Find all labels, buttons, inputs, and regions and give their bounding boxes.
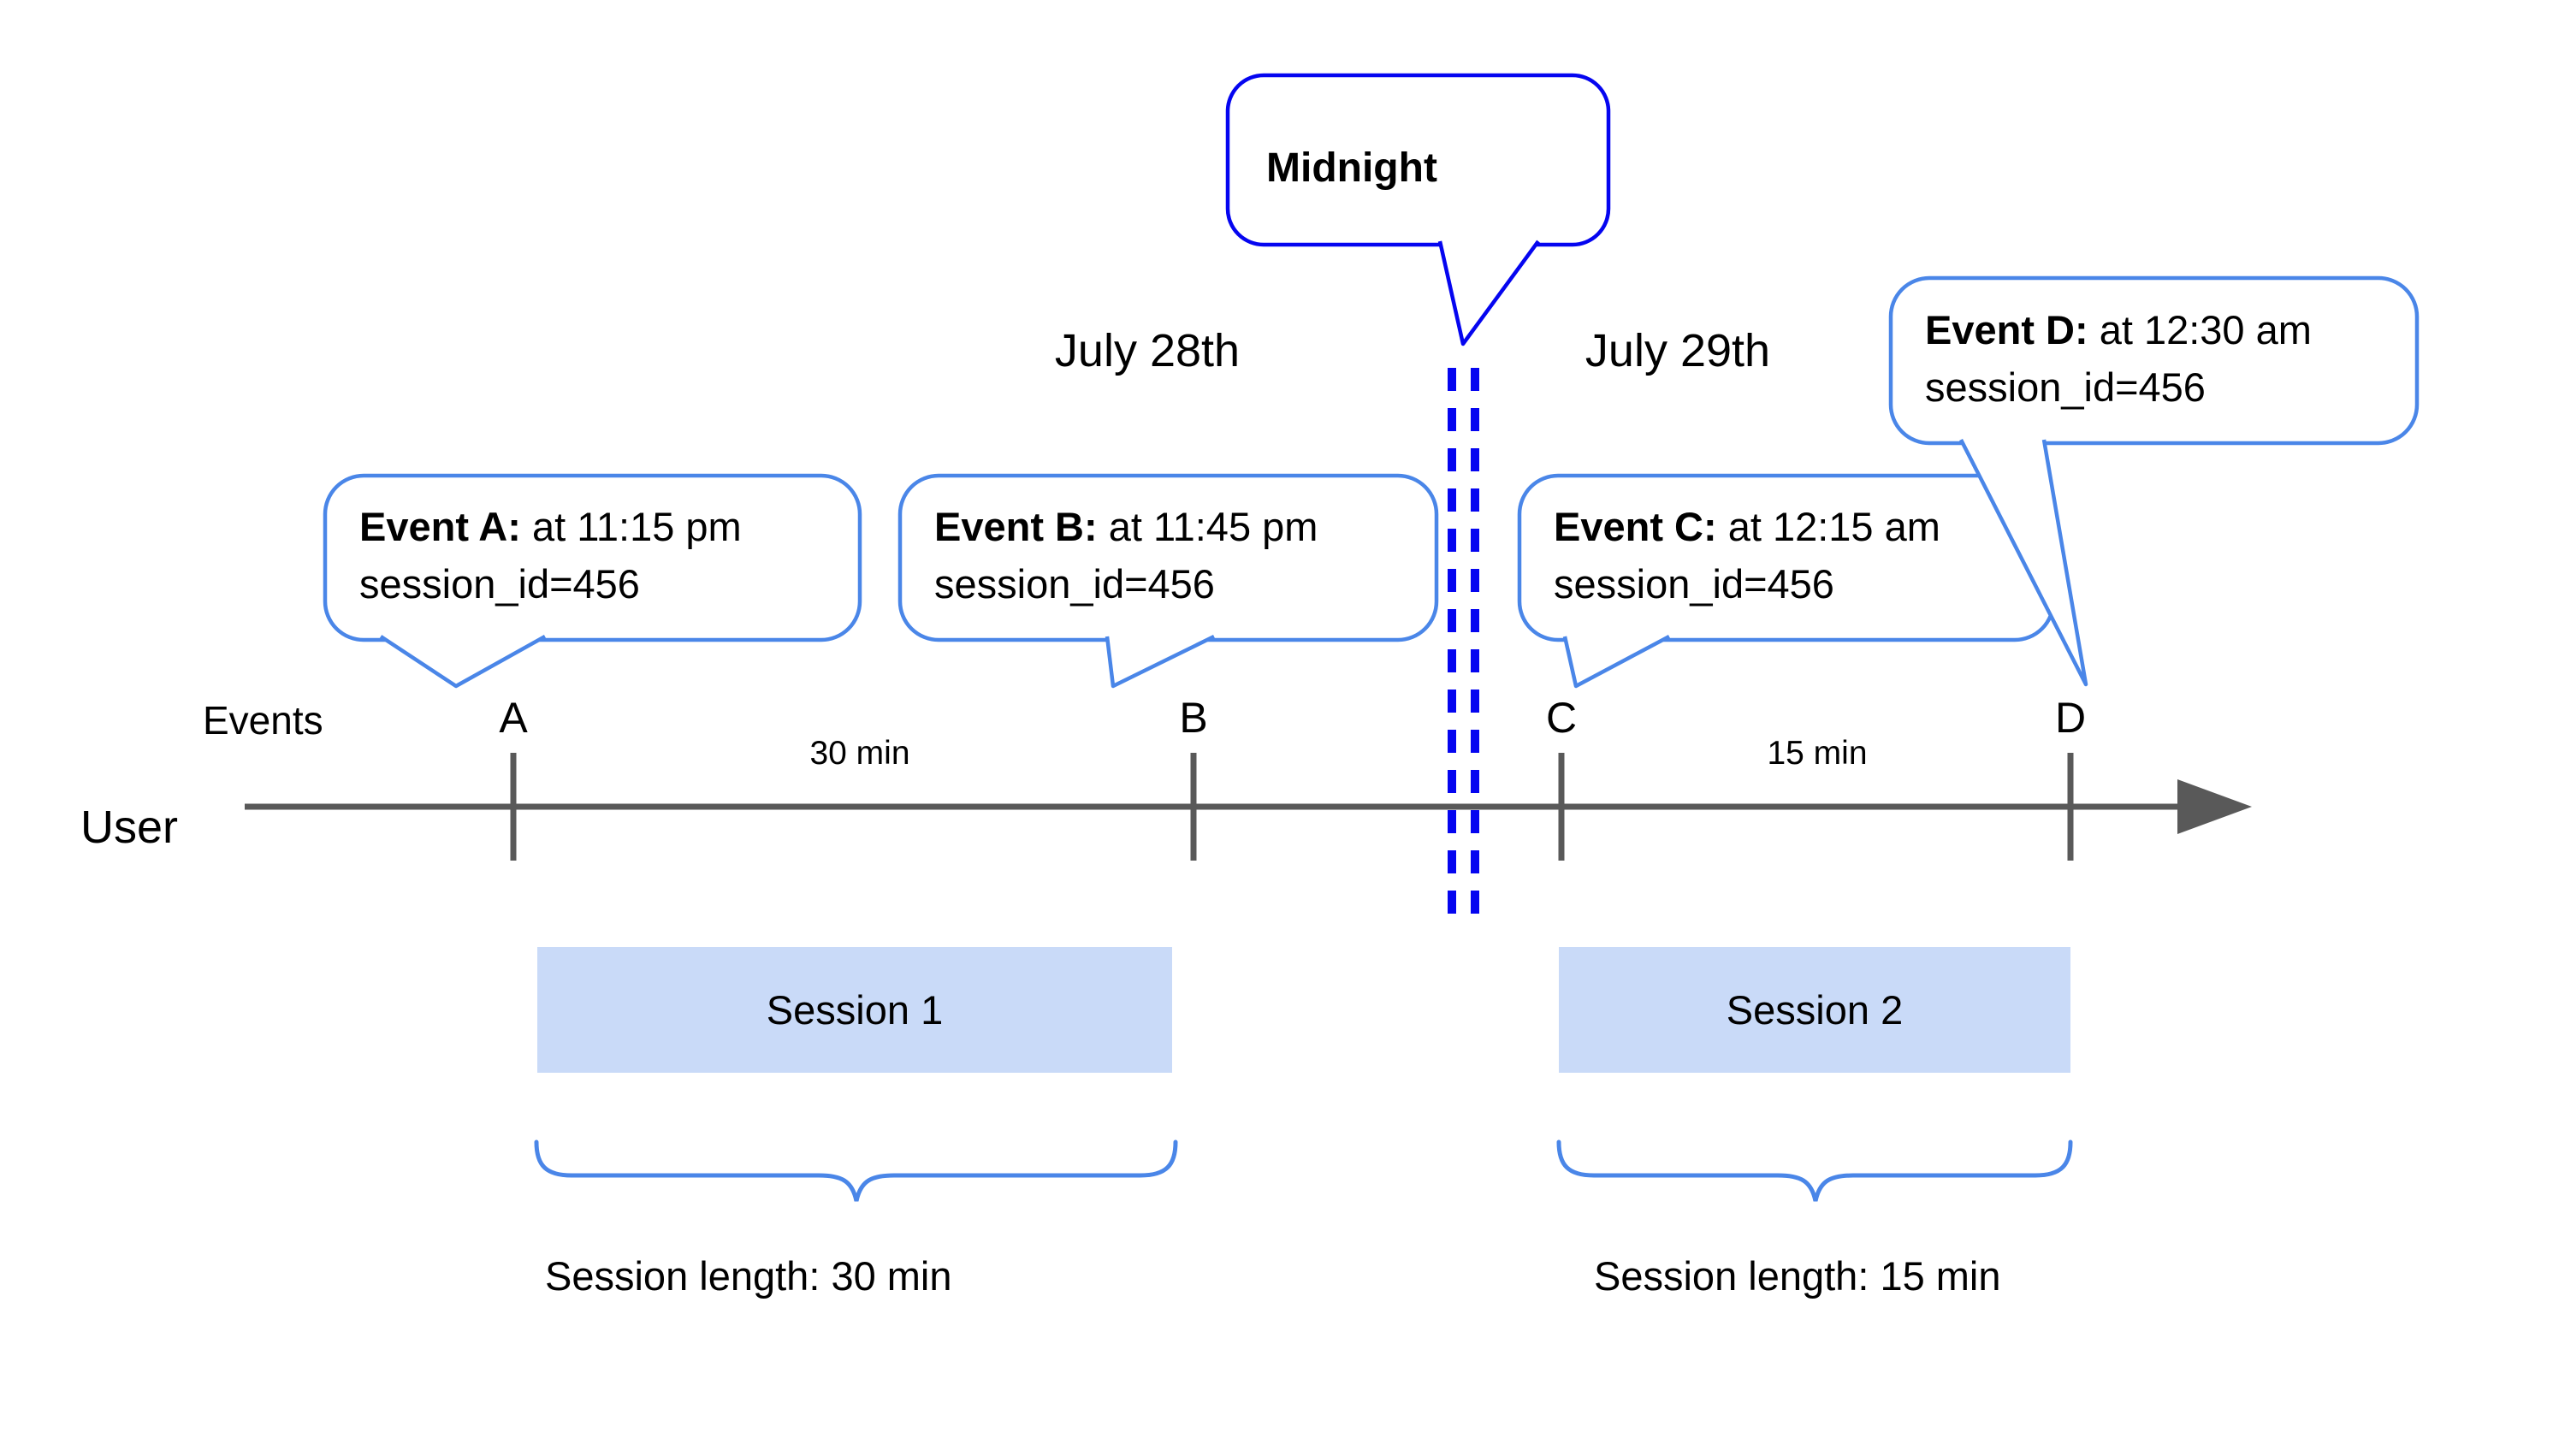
event-d-name: Event D: [1925, 307, 2088, 352]
events-axis-label: Events [203, 698, 323, 743]
session-1-brace [534, 1139, 1178, 1202]
event-b-time: at 11:45 pm [1108, 504, 1318, 549]
event-b-bubble-shape [897, 473, 1439, 689]
event-b-session: session_id=456 [934, 561, 1215, 607]
tick-label-a: A [499, 694, 528, 742]
event-d-bubble-shape [1888, 275, 2420, 687]
event-b-name: Event B: [934, 504, 1098, 549]
event-d-time: at 12:30 am [2099, 307, 2312, 352]
event-a-line1: Event A: at 11:15 pm [359, 498, 742, 555]
tick-label-d: D [2054, 694, 2087, 742]
tick-label-c: C [1545, 694, 1578, 742]
session-2-length-label: Session length: 15 min [1594, 1253, 2001, 1299]
event-a-name: Event A: [359, 504, 521, 549]
event-c-line1: Event C: at 12:15 am [1554, 498, 1940, 555]
user-axis-label: User [80, 802, 179, 853]
event-c-session: session_id=456 [1554, 561, 1834, 607]
interval-label-30min: 30 min [809, 735, 910, 772]
midnight-bubble-shape [1225, 73, 1611, 346]
event-d-session: session_id=456 [1925, 364, 2206, 410]
date-left-label: July 28th [1054, 325, 1241, 376]
date-right-label: July 29th [1585, 325, 1771, 376]
event-c-bubble-text: Event C: at 12:15 am session_id=456 [1554, 498, 1940, 613]
tick-label-b: B [1179, 694, 1208, 742]
event-a-time: at 11:15 pm [531, 504, 742, 549]
session-1-length-label: Session length: 30 min [545, 1253, 952, 1299]
event-a-bubble-shape [323, 473, 862, 689]
session-1-box: Session 1 [537, 947, 1172, 1073]
session-2-brace [1556, 1139, 2073, 1202]
interval-label-15min: 15 min [1767, 735, 1868, 772]
event-d-bubble-text: Event D: at 12:30 am session_id=456 [1925, 301, 2312, 416]
event-b-bubble-text: Event B: at 11:45 pm session_id=456 [934, 498, 1318, 613]
session-2-box: Session 2 [1559, 947, 2070, 1073]
midnight-bubble-label: Midnight [1266, 145, 1437, 191]
midnight-divider-dashes [1448, 368, 1479, 920]
event-c-bubble-shape [1517, 473, 2056, 689]
event-a-bubble-text: Event A: at 11:15 pm session_id=456 [359, 498, 742, 613]
event-c-time: at 12:15 am [1727, 504, 1940, 549]
event-d-line1: Event D: at 12:30 am [1925, 301, 2312, 358]
event-b-line1: Event B: at 11:45 pm [934, 498, 1318, 555]
event-c-name: Event C: [1554, 504, 1717, 549]
timeline-axis [245, 753, 2252, 861]
event-a-session: session_id=456 [359, 561, 640, 607]
timeline-arrowhead [2177, 779, 2252, 834]
